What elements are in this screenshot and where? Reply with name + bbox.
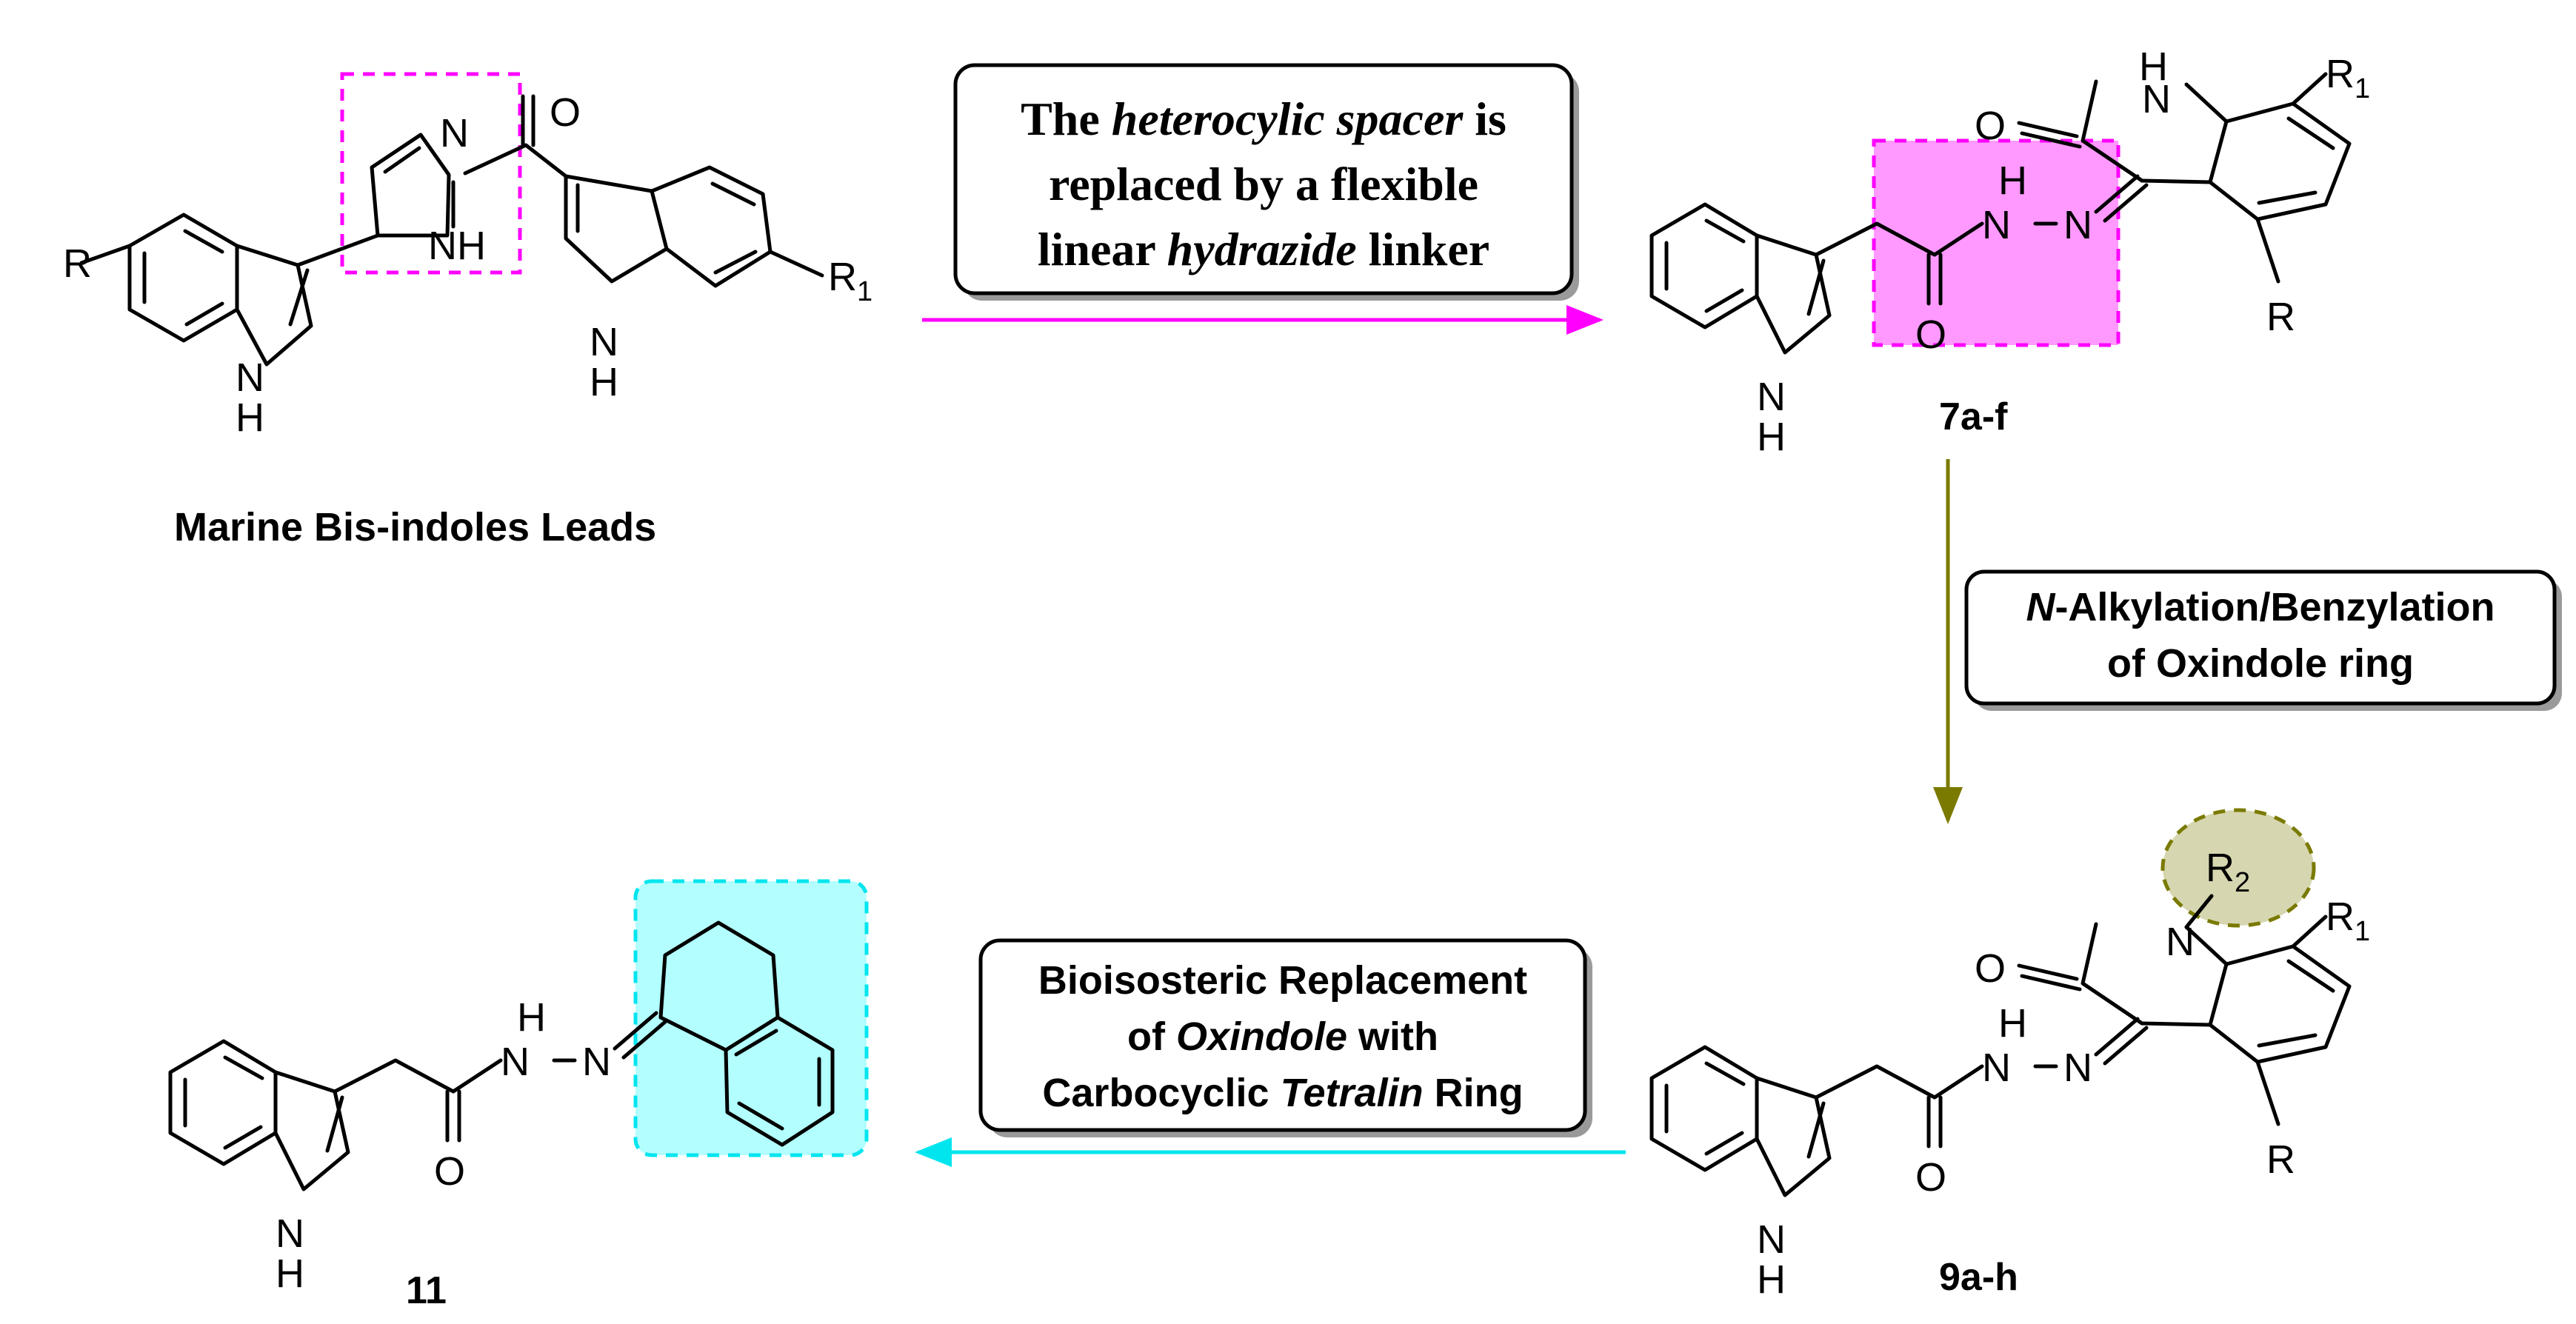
- atom-N-hydrazide-9: N: [1982, 1046, 2011, 1090]
- atom-NH-oxindole: H: [2139, 44, 2168, 89]
- atom-N-indole: N: [1757, 375, 1786, 419]
- atom-N-right: N: [590, 320, 618, 364]
- step2-box: N-Alkylation/Benzylation of Oxindole rin…: [1964, 569, 2562, 711]
- imidazole-highlight-box: [340, 72, 522, 275]
- atom-N-oxindole-9: N: [2166, 920, 2195, 964]
- compound-7-structure: N H O H N N O H N R1 R: [1649, 44, 2370, 459]
- atom-H-indole: H: [1757, 415, 1786, 459]
- atom-O-oxindole-9: O: [1975, 946, 2006, 991]
- atom-N-hydrazide-11: N: [501, 1040, 530, 1084]
- atom-N-imidazole: N: [440, 111, 469, 156]
- step1-box: The heterocylic spacer is replaced by a …: [953, 63, 1579, 301]
- atom-N-indole-9: N: [1757, 1217, 1786, 1262]
- step1-line3: linear hydrazide linker: [1038, 223, 1489, 275]
- atom-N-imine-9: N: [2063, 1046, 2092, 1090]
- R2-highlight-ellipse: [2160, 808, 2316, 928]
- compound-9-label: 9a-h: [1939, 1256, 2018, 1299]
- atom-R2: R2: [2206, 846, 2250, 898]
- step3-line1: Bioisosteric Replacement: [1038, 958, 1527, 1003]
- atom-R1-7: R1: [2326, 52, 2370, 104]
- atom-O-oxindole: O: [1975, 104, 2006, 148]
- atom-N-left: N: [236, 355, 264, 400]
- atom-H-hydrazide-9: H: [1998, 1001, 2027, 1046]
- step3-box: Bioisosteric Replacement of Oxindole wit…: [978, 938, 1592, 1137]
- atom-H-hydrazide-11: H: [517, 995, 546, 1040]
- step1-line1: The heterocylic spacer is: [1021, 93, 1506, 145]
- atom-N-imine-11: N: [582, 1040, 611, 1084]
- atom-H-right: H: [590, 360, 618, 404]
- tetralin-highlight-box: [633, 879, 869, 1157]
- step1-line2: replaced by a flexible: [1049, 158, 1478, 210]
- atom-N-oxindole: N: [2142, 77, 2171, 121]
- compound-11-structure: N H O H N N: [168, 879, 869, 1296]
- atom-H-indole-9: H: [1757, 1257, 1786, 1302]
- compound-7-label: 7a-f: [1939, 395, 2008, 438]
- atom-R: R: [63, 241, 92, 286]
- atom-N-indole-11: N: [276, 1211, 304, 1256]
- atom-NH-imidazole: NH: [428, 224, 486, 268]
- step3-line2: of Oxindole with: [1127, 1014, 1438, 1059]
- step3-line3: Carbocyclic Tetralin Ring: [1042, 1071, 1523, 1115]
- compound-11-label: 11: [406, 1269, 447, 1312]
- atom-R1-9: R1: [2326, 895, 2370, 947]
- step2-line2: of Oxindole ring: [2107, 641, 2414, 686]
- atom-H-left: H: [236, 395, 264, 440]
- atom-H-hydrazide: H: [1998, 158, 2027, 203]
- atom-O-amide: O: [1915, 312, 1946, 357]
- atom-O-amide-9: O: [1915, 1155, 1946, 1200]
- atom-O-amide-11: O: [434, 1149, 465, 1194]
- marine-bis-indole-structure: R N H N NH O N H R1: [63, 72, 872, 440]
- atom-O-carbonyl: O: [550, 90, 581, 135]
- atom-R1: R1: [828, 255, 872, 307]
- step2-line1: N-Alkylation/Benzylation: [2026, 585, 2495, 629]
- hydrazide-highlight-box: [1872, 138, 2120, 347]
- atom-N-hydrazide: N: [1982, 203, 2011, 247]
- atom-R-9: R: [2266, 1137, 2295, 1182]
- lead-label: Marine Bis-indoles Leads: [174, 505, 656, 549]
- atom-H-indole-11: H: [276, 1251, 304, 1296]
- atom-R-7: R: [2266, 295, 2295, 339]
- compound-9-structure: N H O H N N O N R2 R1 R: [1649, 808, 2370, 1302]
- atom-N-imine: N: [2063, 203, 2092, 247]
